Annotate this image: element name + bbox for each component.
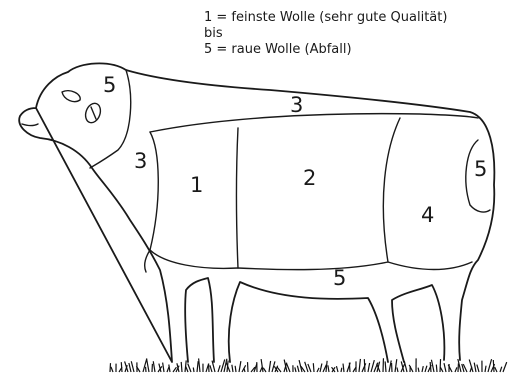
grass bbox=[110, 358, 507, 372]
region-number-tail: 5 bbox=[474, 157, 487, 181]
eye-mark bbox=[91, 107, 96, 119]
mouth bbox=[22, 124, 38, 126]
region-number-belly: 5 bbox=[333, 266, 346, 290]
side-right-line bbox=[383, 118, 400, 262]
back-region-line bbox=[150, 114, 478, 132]
ear bbox=[62, 91, 80, 102]
region-number-neck: 3 bbox=[134, 149, 147, 173]
shoulder-region-line bbox=[150, 132, 238, 268]
region-number-hind: 4 bbox=[421, 203, 434, 227]
chest-line bbox=[145, 250, 150, 272]
region-number-back: 3 bbox=[290, 93, 303, 117]
region-number-side: 2 bbox=[303, 166, 316, 190]
side-left-line bbox=[237, 128, 239, 268]
belly-line bbox=[238, 262, 472, 270]
region-number-head: 5 bbox=[103, 73, 116, 97]
region-number-shoulder: 1 bbox=[190, 173, 203, 197]
